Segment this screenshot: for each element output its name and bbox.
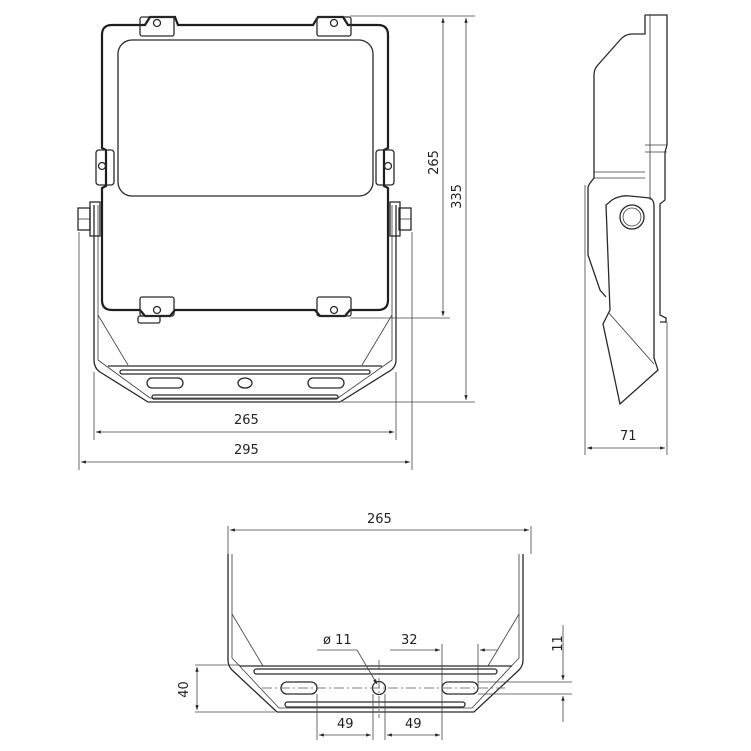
front-view: [77, 15, 475, 470]
dim-body-height: 265: [426, 150, 442, 175]
dim-bracket-view-width: 265: [367, 512, 392, 527]
dim-slot-offset-left: 49: [337, 717, 354, 732]
dim-slot-length: 32: [401, 633, 418, 648]
dim-overall-width: 295: [234, 443, 259, 458]
dim-bracket-width: 265: [234, 413, 259, 428]
dim-overall-height: 335: [449, 184, 465, 209]
dim-hole-diameter: ø 11: [323, 633, 352, 648]
dim-slot-offset-right: 49: [405, 717, 422, 732]
dim-slot-width: 11: [550, 635, 566, 652]
side-view: [584, 14, 668, 455]
dim-depth: 71: [620, 429, 637, 444]
dim-base-depth: 40: [176, 681, 192, 698]
bracket-view: [195, 526, 572, 740]
